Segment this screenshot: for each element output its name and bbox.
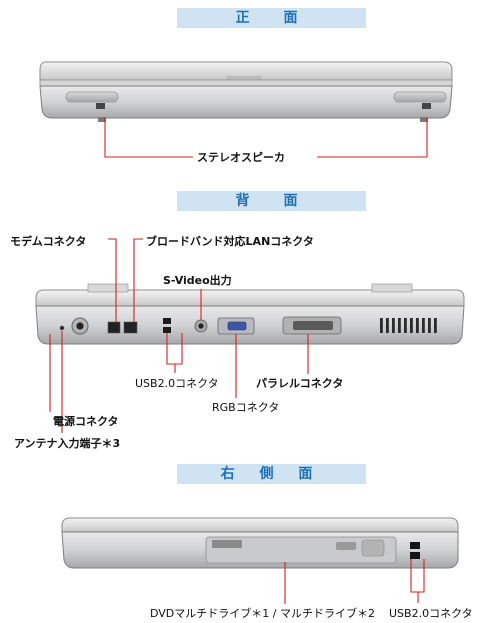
lan-connector-label: ブロードバンド対応LANコネクタ — [146, 235, 314, 248]
power-connector-label: 電源コネクタ — [53, 415, 119, 428]
section-front-header: 正 面 — [177, 8, 366, 28]
section-right-header: 右 側 面 — [177, 464, 366, 484]
svideo-output-label: S-Video出力 — [163, 274, 232, 287]
left-speaker — [65, 91, 119, 103]
parallel-connector-label: パラレルコネクタ — [256, 377, 344, 390]
dvd-drive-label: DVDマルチドライブ＊1 / マルチドライブ＊2 — [150, 607, 375, 620]
antenna-input-label: アンテナ入力端子＊3 — [14, 437, 121, 450]
front-view-laptop — [39, 61, 453, 122]
rgb-connector-label: RGBコネクタ — [212, 401, 280, 414]
back-view-laptop — [35, 283, 465, 345]
callout-lines — [49, 118, 428, 604]
stereo-speakers-label: ステレオスピーカ — [197, 151, 285, 164]
right-side-view-laptop — [61, 517, 459, 569]
usb-back-label: USB2.0コネクタ — [135, 377, 219, 390]
modem-connector-label: モデムコネクタ — [10, 235, 87, 248]
section-back-header: 背 面 — [177, 191, 366, 211]
right-speaker — [393, 91, 447, 103]
usb-right-label: USB2.0コネクタ — [389, 607, 473, 620]
